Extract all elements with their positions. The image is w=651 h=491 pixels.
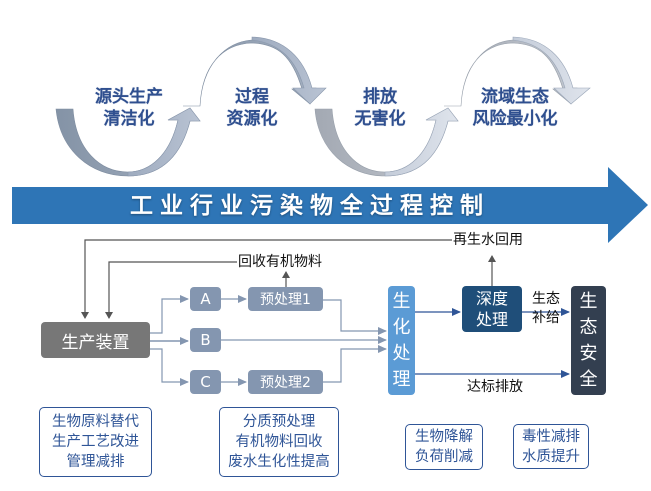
wave-arrow-4: [444, 36, 591, 107]
banner-title: 工业行业污染物全过程控制: [130, 193, 490, 219]
stage-label-process: 过程 资源化: [222, 86, 282, 130]
wave-arrow-1: [55, 107, 201, 177]
production-unit-node: 生产装置: [41, 322, 150, 358]
stage-label-discharge: 排放 无害化: [350, 86, 410, 130]
eco-supply-line: 补给: [532, 310, 560, 326]
pretreatment-1-node: 预处理1: [248, 287, 323, 311]
node-char: 全: [579, 368, 598, 390]
stage-label-line: 排放: [363, 87, 397, 107]
wave-arrow-3: [314, 107, 459, 177]
node-char: 安: [579, 342, 598, 364]
stage-label-line: 风险最小化: [472, 109, 558, 129]
biochemical-treatment-node: 生 化 处 理: [388, 286, 415, 395]
organic-recovery-label: 回收有机物料: [237, 253, 323, 271]
banner-arrow: [12, 167, 648, 243]
eco-supply-label: 生态 补给: [526, 290, 566, 328]
stage-label-line: 流域生态: [481, 87, 549, 107]
node-char: 理: [392, 368, 411, 390]
recycled-water-label: 再生水回用: [452, 231, 524, 249]
wave-arrow-2: [183, 36, 327, 107]
stage-label-line: 资源化: [226, 109, 278, 129]
node-line: 处理: [475, 310, 508, 329]
compliant-discharge-label: 达标排放: [467, 379, 523, 395]
note-line: 分质预处理: [242, 414, 316, 430]
line-to-a: [150, 295, 189, 334]
node-char: 生: [392, 290, 411, 312]
stage-label-line: 无害化: [354, 109, 406, 129]
line-pre2-to-bio: [323, 345, 387, 383]
note-process-measures: 分质预处理 有机物料回收 废水生化性提高: [219, 407, 339, 477]
stream-c-node: C: [190, 370, 221, 394]
node-char: 态: [579, 316, 598, 338]
node-char: 化: [392, 316, 411, 338]
eco-safety-node: 生 态 安 全: [571, 286, 606, 395]
stream-b-node: B: [190, 328, 221, 352]
note-line: 水质提升: [522, 448, 580, 465]
note-line: 生物降解: [415, 429, 473, 445]
line-to-c: [150, 348, 189, 386]
note-source-measures: 生物原料替代 生产工艺改进 管理减排: [39, 407, 152, 477]
stage-label-line: 源头生产: [95, 87, 163, 107]
organic-recovery-return-line: [105, 261, 237, 319]
stage-label-line: 清洁化: [103, 109, 155, 129]
node-char: 处: [392, 342, 411, 364]
recycled-water-return-line: [81, 239, 452, 319]
note-line: 废水生化性提高: [228, 454, 330, 470]
stage-label-watershed: 流域生态 风险最小化: [460, 86, 570, 130]
note-line: 生物原料替代: [52, 414, 139, 430]
stream-a-node: A: [190, 287, 221, 311]
line-pre1-to-bio: [323, 299, 387, 335]
note-eco-measures: 毒性减排 水质提升: [513, 424, 589, 469]
node-line: 深度: [475, 289, 508, 308]
note-line: 有机物料回收: [235, 434, 323, 450]
note-line: 负荷削减: [415, 449, 473, 465]
stage-label-line: 过程: [235, 87, 269, 107]
note-bio-measures: 生物降解 负荷削减: [405, 424, 483, 470]
advanced-treatment-node: 深度 处理: [462, 286, 522, 332]
note-line: 管理减排: [66, 454, 125, 470]
pretreatment-2-node: 预处理2: [248, 370, 323, 394]
note-line: 生产工艺改进: [52, 434, 139, 450]
node-char: 生: [579, 290, 598, 312]
stage-label-source: 源头生产 清洁化: [84, 86, 174, 130]
note-line: 毒性减排: [522, 428, 580, 445]
eco-supply-line: 生态: [532, 291, 560, 307]
